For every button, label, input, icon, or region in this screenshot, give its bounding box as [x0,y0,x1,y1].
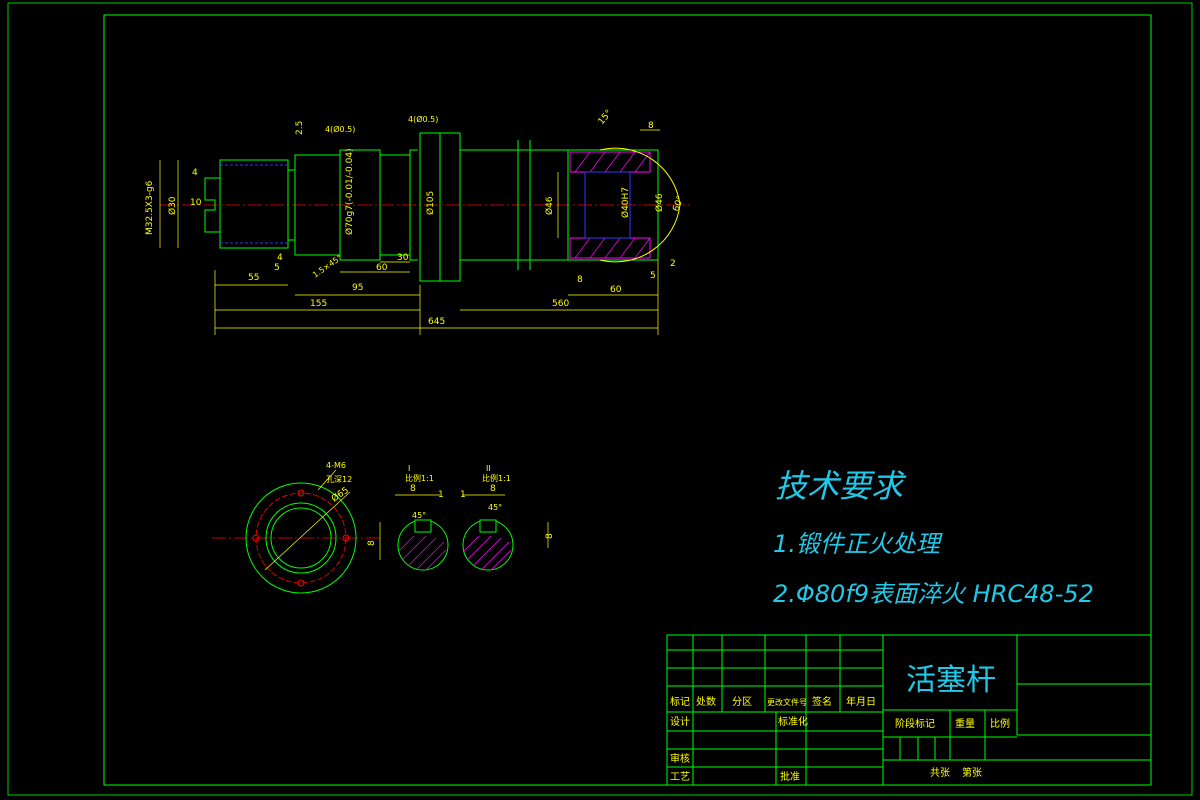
bore-dia2-label: Ø46 [654,193,665,212]
bore-dia-label: Ø40H7 [620,187,631,218]
bolt-hole-left [252,534,260,542]
len-645: 645 [428,317,445,327]
len-5b: 5 [650,271,656,281]
thread-label: M32.5X3-g6 [145,180,155,235]
eye-end [567,149,659,261]
thread-slot [204,177,220,233]
tb-sign: 签名 [812,695,832,708]
tech-item-2: 2.Φ80f9表面淬火 HRC48-52 [773,580,1094,608]
tb-date: 年月日 [846,695,876,708]
title-block [666,634,1152,786]
bolt-hole-bottom [297,579,305,587]
tech-requirements: 技术要求 1.锻件正火处理 2.Φ80f9表面淬火 HRC48-52 [773,467,1094,608]
section-1-hatch [398,535,447,571]
dia-70-label: Ø70g7(-0.01/-0.04) [344,148,355,235]
section-1-angle: 45° [412,511,426,520]
face-depth: 孔深12 [326,475,352,484]
end-view-inner [265,502,337,574]
title-block-text: 活塞杆 标记 处数 分区 更改文件号 签名 年月日 设计 标准化 审核 工艺 批… [670,663,1010,783]
eye-hatch-top [569,151,651,173]
section-1-num1: 1 [438,490,444,500]
main-view-labels: M32.5X3-g6 Ø30 Ø70g7(-0.01/-0.04) Ø105 Ø… [145,108,686,327]
tb-zone: 分区 [732,696,752,708]
angle-15: 15° [597,108,615,127]
len-2-5: 2.5 [295,121,305,135]
tb-scale: 比例 [990,717,1010,730]
bolt-hole-top [297,489,305,497]
section-1-sub: 比例1:1 [405,473,434,483]
section-1: I 比例1:1 1 8 8 45° [367,464,449,571]
section-1-title: I [408,464,410,473]
section-2-sub: 比例1:1 [482,473,511,483]
tb-standard: 标准化 [778,715,808,728]
bore [584,171,631,239]
tb-design: 设计 [670,715,690,728]
len-155: 155 [310,299,327,309]
dia-105-label: Ø105 [425,191,436,215]
len-5a: 5 [274,263,280,273]
len-2: 2 [670,259,676,269]
end-view-pcd [255,492,347,584]
dia-46-label: Ø46 [544,196,555,215]
tech-item-1: 1.锻件正火处理 [773,530,943,558]
inner-frame [103,14,1152,786]
len-8a: 8 [577,275,583,285]
dimension-lines [159,129,660,335]
dia-65-leader [264,491,351,571]
tb-count: 处数 [696,695,716,708]
len-4d: 4(Ø0.5) [408,114,438,124]
len-10: 10 [190,198,202,208]
end-view-bore [270,507,332,569]
len-30: 30 [397,253,409,263]
tb-process: 工艺 [670,771,690,783]
section-2-hatch [463,535,512,571]
eye-arc [599,147,681,263]
angle-60: 60° [671,195,686,213]
face-leader [317,469,337,491]
len-60b: 60 [610,285,622,295]
end-view-outer [245,482,357,594]
section-2-num8d: 8 [545,533,555,539]
eye-hatch-bot [569,237,651,259]
section-2-angle: 45° [488,503,502,512]
part-name: 活塞杆 [906,663,996,698]
tb-stage: 阶段标记 [895,717,935,730]
section-2-num1: 1 [460,490,466,500]
len-55: 55 [248,273,259,283]
tb-doc-no: 更改文件号 [767,697,807,707]
len-95: 95 [352,283,363,293]
tb-check: 审核 [670,752,690,765]
chamfer-label: 1.5×45° [311,253,344,280]
tb-sheet: 第张 [962,766,982,779]
hatch-lines [574,151,651,259]
len-8b: 8 [648,121,654,131]
face-label: 4-M6 [326,461,346,470]
tb-total: 共张 [930,767,950,779]
main-view [159,129,690,335]
len-560: 560 [552,299,569,309]
tech-title: 技术要求 [775,467,907,505]
section-2-num8c: 8 [490,484,496,494]
tb-approve: 批准 [780,770,800,783]
outer-frame [7,2,1193,796]
tb-weight: 重量 [955,717,975,730]
bolt-hole-right [342,534,350,542]
len-4c: 4(Ø0.5) [325,124,355,134]
len-4b: 4 [277,253,283,263]
section-2: II 比例1:1 1 8 8 45° [460,464,555,571]
section-2-keyway [479,519,497,533]
section-1-keyway [414,519,432,533]
section-2-title: II [486,464,491,473]
section-1-num8a: 8 [410,484,416,494]
section-1-num8b: 8 [367,540,377,546]
thread-section [219,159,289,249]
dia-30-label: Ø30 [167,196,178,215]
face-dia: Ø65 [329,485,351,505]
end-view: 4-M6 孔深12 Ø65 [212,461,380,594]
len-60a: 60 [376,263,388,273]
len-4a: 4 [192,168,198,178]
tb-mark: 标记 [670,696,690,708]
